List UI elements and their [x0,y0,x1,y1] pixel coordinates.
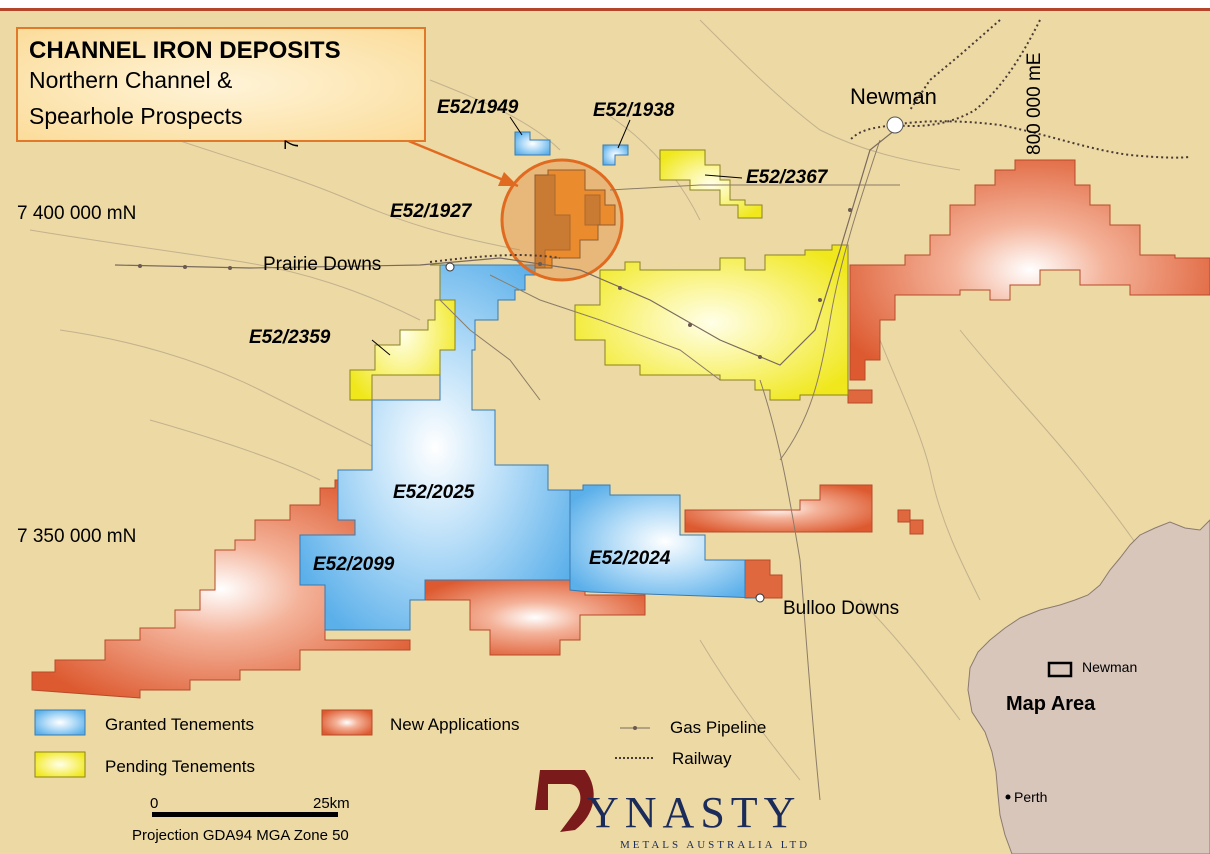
new-application-southeast [684,484,873,533]
label-e52-2359: E52/2359 [249,327,331,348]
new-application-tiny-1 [897,509,911,523]
new-application-east [849,159,1210,381]
logo-name: YNASTY [587,788,801,837]
tenement-main-pending [574,244,849,401]
tenement-e52-2024 [569,484,761,599]
legend-pending-label: Pending Tenements [105,757,255,776]
new-application-south [424,579,646,656]
inset-perth-marker [1005,794,1011,800]
gas-pipeline-markers [138,208,852,359]
inset-map: Newman Map Area Perth [967,519,1210,854]
legend-pending-swatch [34,751,86,778]
northing-label-bottom: 7 350 000 mN [17,526,136,547]
legend-new-swatch [321,709,373,736]
place-bulloo-downs: Bulloo Downs [783,598,899,619]
prairie-downs-marker [445,262,455,272]
logo-d-mark [535,770,594,832]
projection-label: Projection GDA94 MGA Zone 50 [132,827,349,844]
inset-newman-box [1047,661,1073,678]
title-line-2: Northern Channel & [29,67,232,93]
scale-start: 0 [150,795,158,812]
legend-pipeline-marker [633,726,637,730]
tenement-e52-1949 [514,131,551,156]
label-e52-1949: E52/1949 [437,97,519,118]
easting-label: 800 000 mE [1024,53,1045,155]
label-e52-2024: E52/2024 [589,548,671,569]
prospect-highlight-circle [500,158,624,282]
legend-pipeline-label: Gas Pipeline [670,718,766,737]
gas-pipeline-line [114,129,896,366]
new-application-east-small [847,389,873,404]
tenement-e52-2359 [349,264,456,401]
label-e52-2367: E52/2367 [746,167,829,188]
new-application-tiny-2 [909,519,924,535]
scale-bar: 0 25km Projection GDA94 MGA Zone 50 [132,795,350,844]
legend-granted-swatch [34,709,86,736]
easting-partial-label: 7 [282,139,303,150]
dynasty-logo: YNASTY METALS AUSTRALIA LTD [535,770,810,851]
inset-western-australia [967,519,1210,854]
inset-newman-label: Newman [1082,659,1137,675]
legend-new-label: New Applications [390,715,519,734]
tenement-e52-1938 [602,144,629,166]
place-newman: Newman [850,84,937,109]
place-prairie-downs: Prairie Downs [263,254,381,275]
inset-map-area-label: Map Area [1006,693,1096,715]
title-heading: CHANNEL IRON DEPOSITS [29,37,341,64]
scale-end: 25km [313,795,350,812]
tenement-e52-2367 [659,149,763,219]
title-line-3: Spearhole Prospects [29,103,243,129]
legend: Granted Tenements Pending Tenements New … [34,709,766,778]
logo-subtitle: METALS AUSTRALIA LTD [620,839,810,851]
road-lines [439,139,900,801]
pending-tenements [349,149,849,401]
legend-granted-label: Granted Tenements [105,715,254,734]
label-e52-1927: E52/1927 [390,201,473,222]
legend-railway-label: Railway [672,749,732,768]
tenement-e52-2025 [299,264,571,631]
tenement-e52-1927 [534,169,616,269]
northing-label-top: 7 400 000 mN [17,203,136,224]
label-e52-2099: E52/2099 [313,554,395,575]
label-e52-2025: E52/2025 [393,482,475,503]
title-box [16,27,426,142]
bulloo-downs-marker [755,593,765,603]
granted-tenements [299,131,761,631]
inset-perth-label: Perth [1014,789,1047,805]
newman-town-marker [886,116,904,134]
label-e52-1938: E52/1938 [593,100,675,121]
